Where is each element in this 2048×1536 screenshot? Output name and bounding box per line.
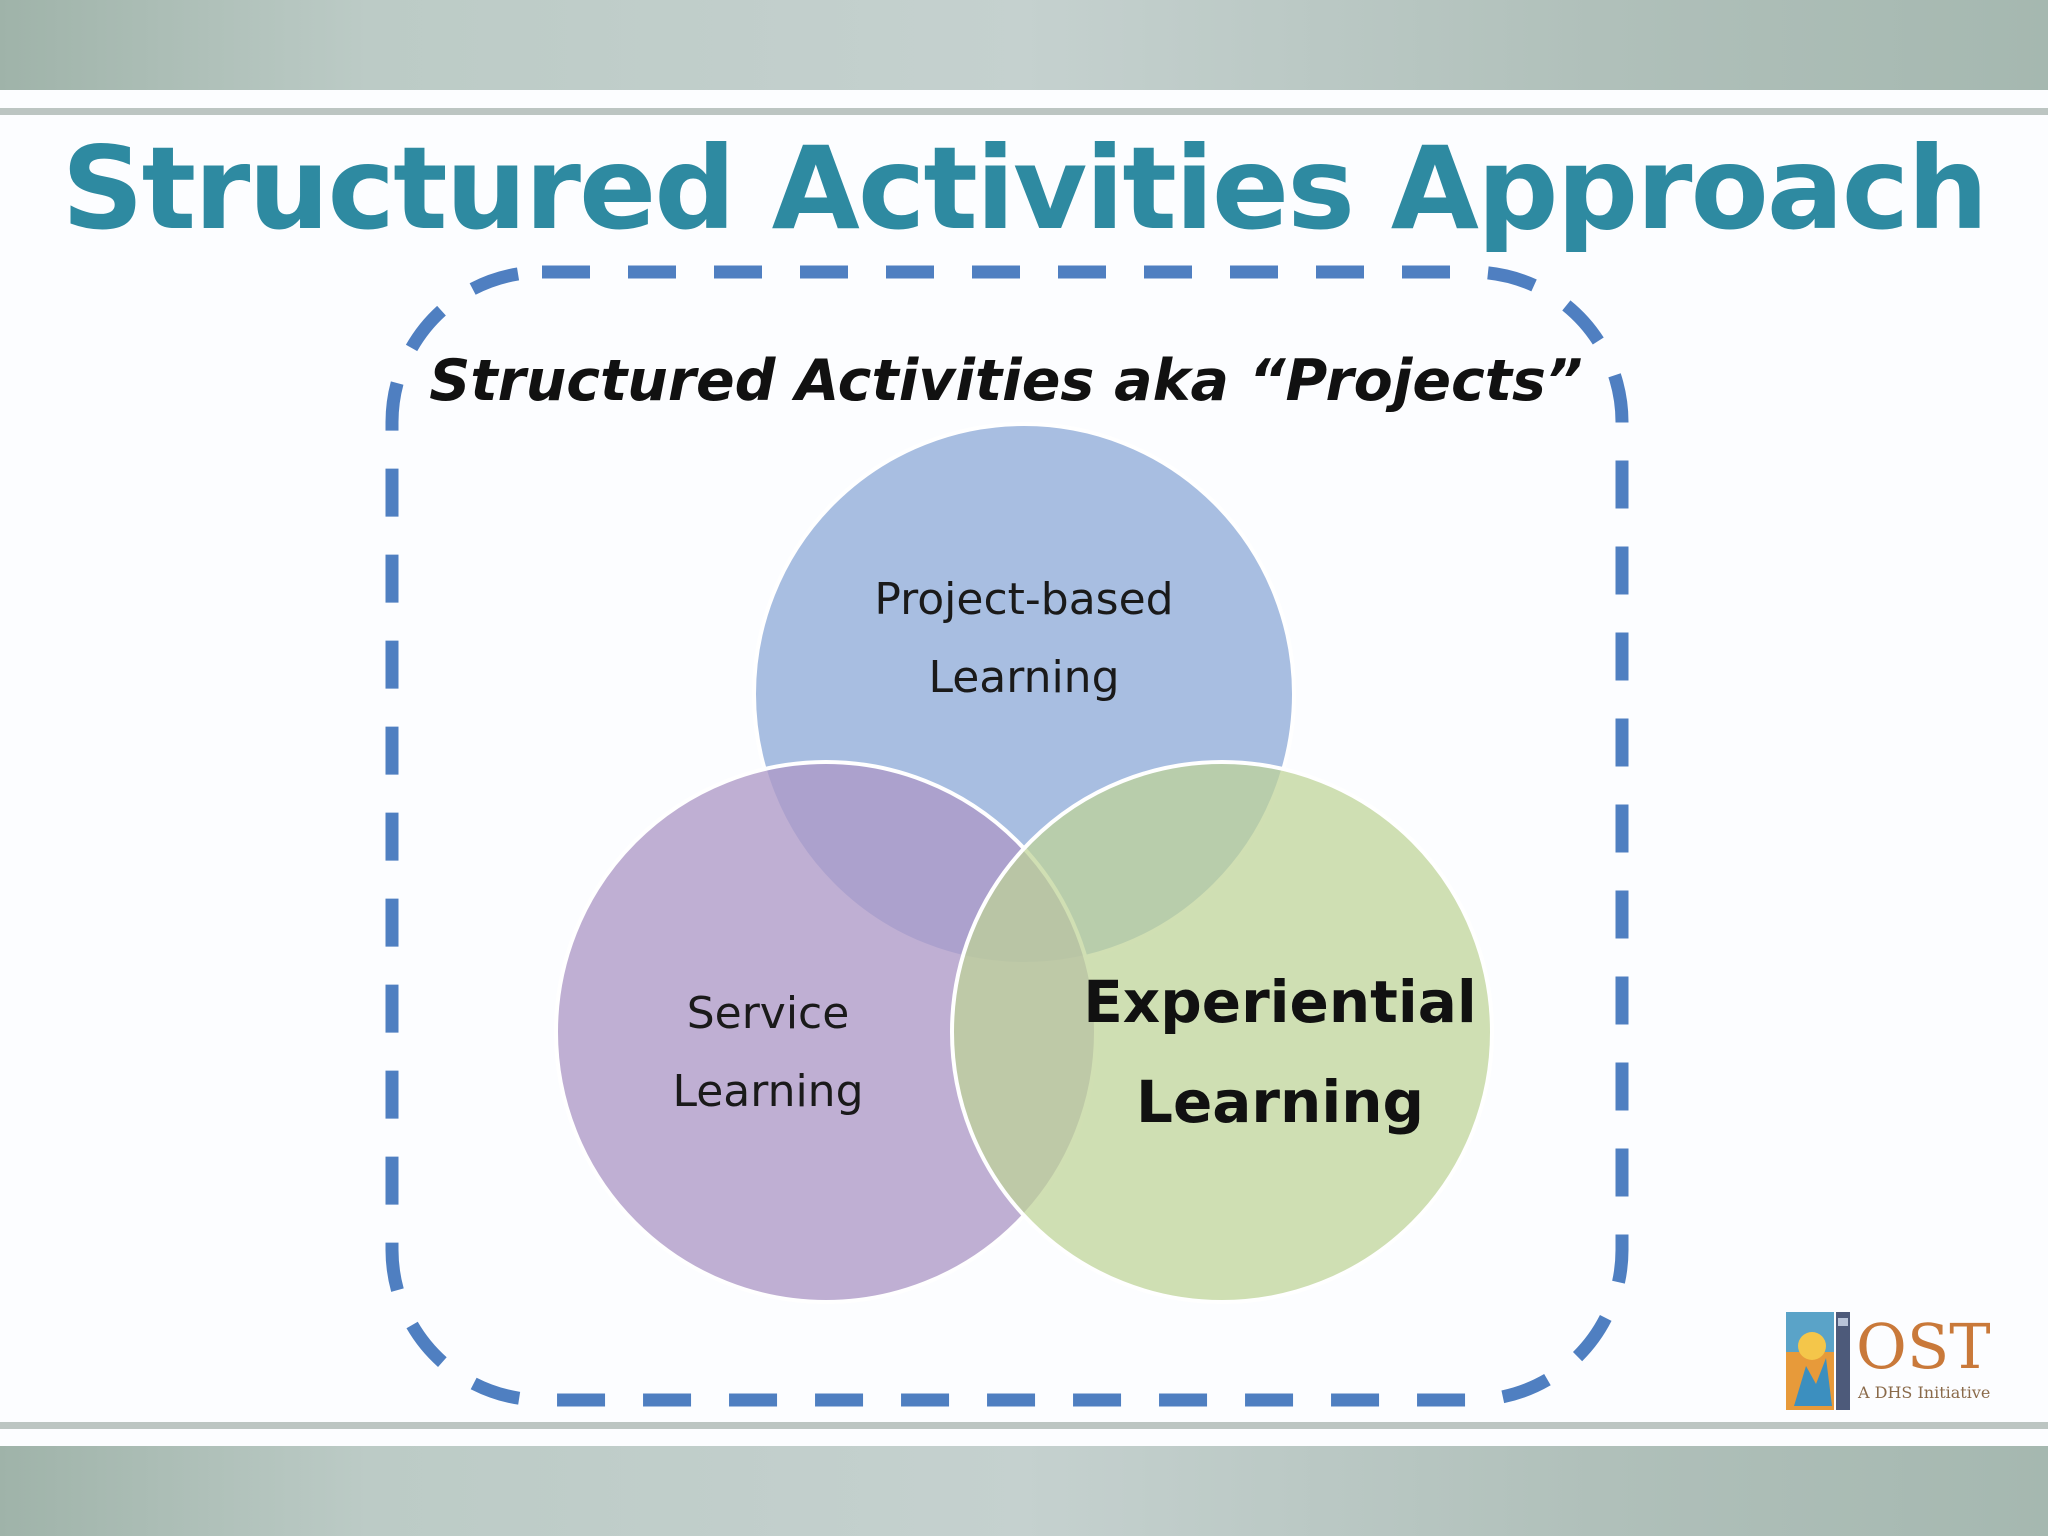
top-banner [0,0,2048,90]
logo-wordmark: OST [1856,1310,1991,1383]
project-based-line2: Learning [928,652,1119,703]
logo-tagline: A DHS Initiative [1857,1383,1990,1402]
label-service-learning: Service Learning [672,988,863,1117]
ost-logo: OST A DHS Initiative [1786,1310,1991,1410]
venn-circles [554,422,1494,1304]
slide-title: Structured Activities Approach [61,122,1989,255]
project-based-line1: Project-based [874,574,1173,625]
service-line1: Service [687,988,850,1039]
service-line2: Learning [672,1066,863,1117]
experiential-line1: Experiential [1083,968,1477,1036]
frame-subtitle: Structured Activities aka “Projects” [429,348,1582,414]
top-divider [0,108,2048,115]
dashed-frame [385,265,1629,1407]
bottom-banner [0,1446,2048,1536]
label-project-based-learning: Project-based Learning [874,574,1173,703]
label-experiential-learning: Experiential Learning [1083,968,1477,1136]
bottom-divider [0,1422,2048,1429]
experiential-line2: Learning [1136,1068,1424,1136]
circle-experiential-learning [950,760,1494,1304]
